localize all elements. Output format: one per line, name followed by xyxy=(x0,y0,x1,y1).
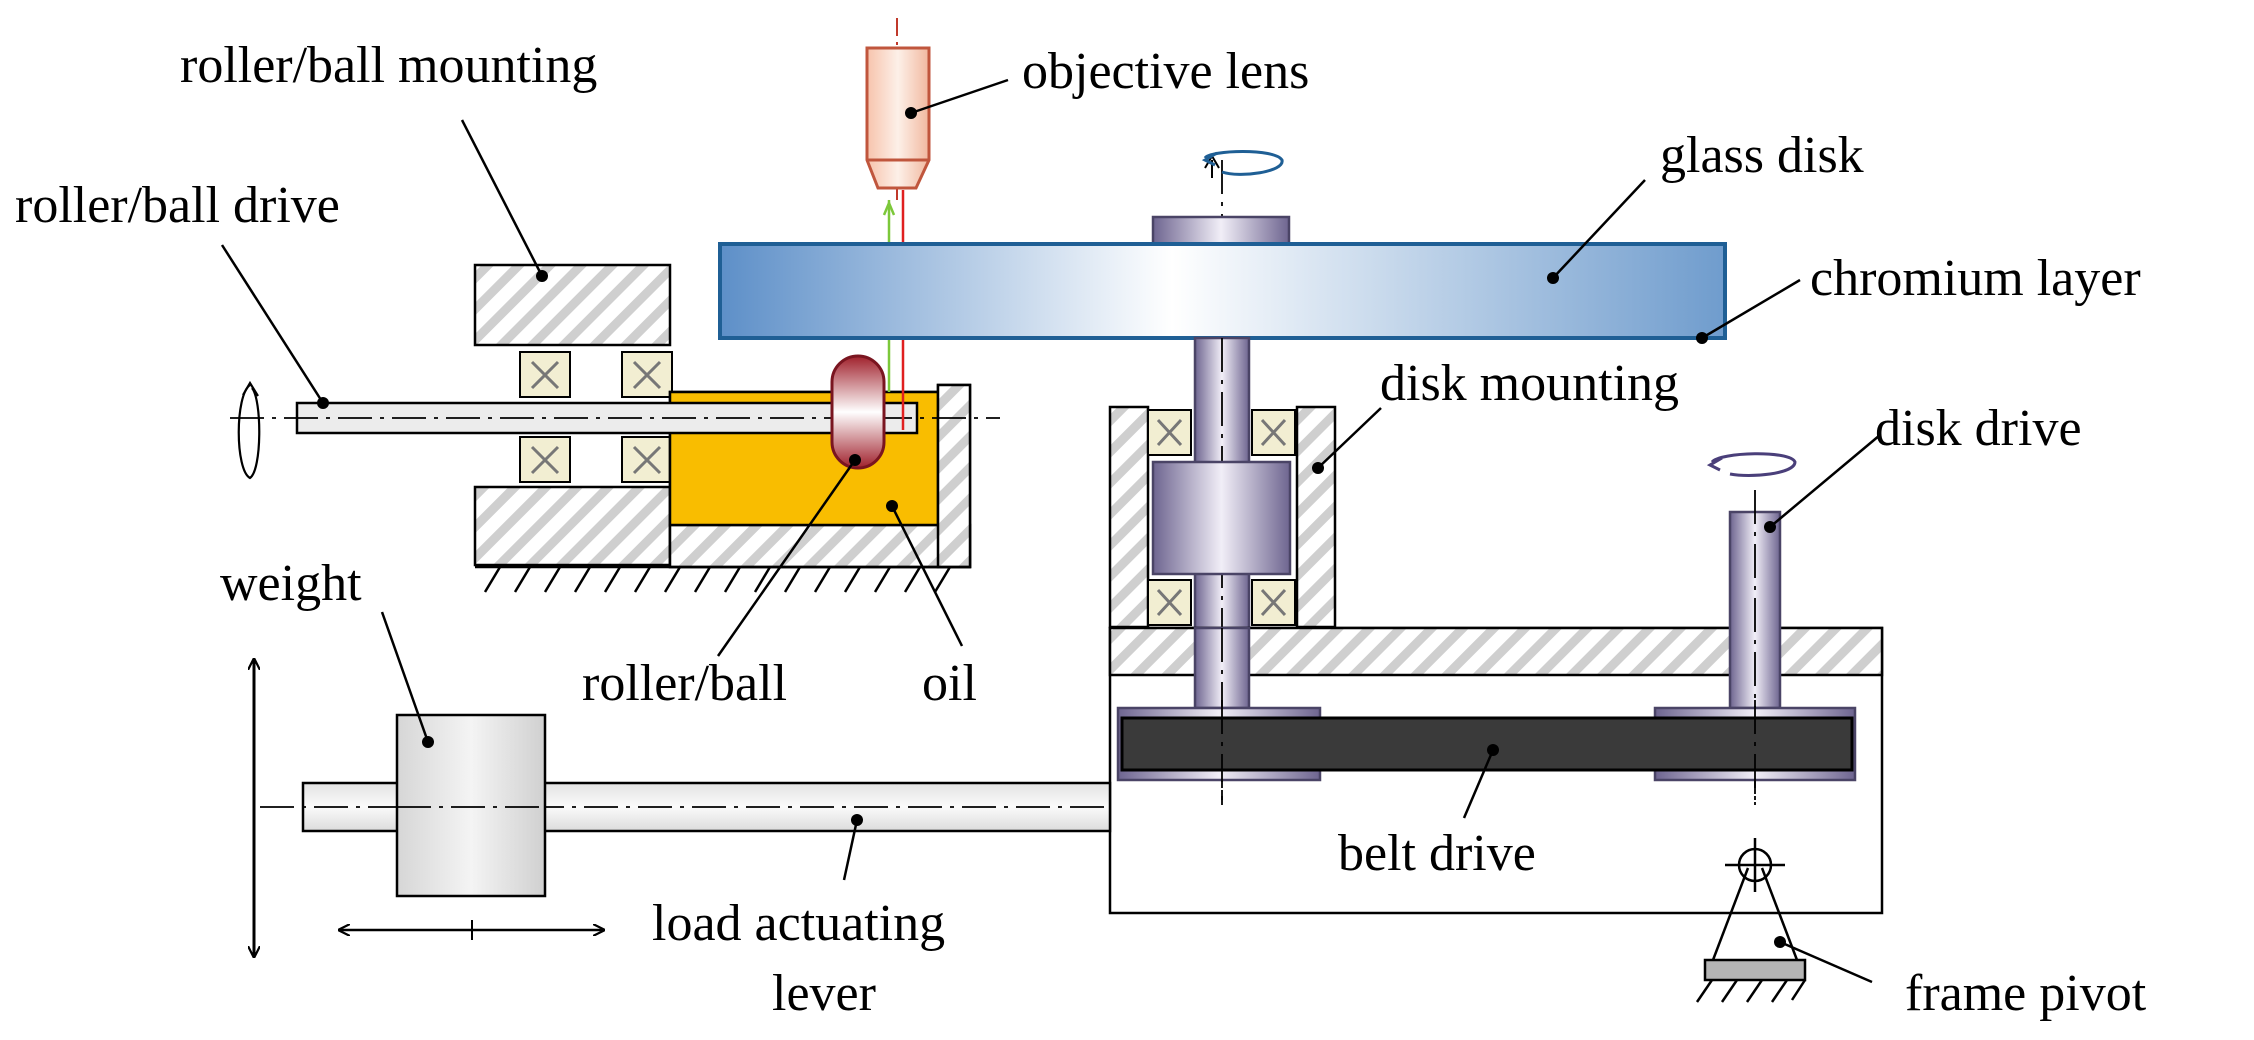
roller-ball-drive-shaft xyxy=(230,380,1000,480)
leader-lines xyxy=(220,78,1881,984)
label-belt-drive: belt drive xyxy=(1338,825,1536,882)
label-weight: weight xyxy=(220,555,362,612)
oil-housing-wall xyxy=(936,383,972,569)
label-glass-disk: glass disk xyxy=(1660,127,1864,184)
frame-pivot xyxy=(1695,838,1807,1003)
load-actuating-lever xyxy=(260,781,1112,833)
glass-disk xyxy=(718,242,1727,340)
label-disk-mounting: disk mounting xyxy=(1380,355,1679,412)
label-oil: oil xyxy=(922,655,977,712)
label-load-actuating-lever-line2: lever xyxy=(772,965,876,1022)
label-roller-ball-drive: roller/ball drive xyxy=(15,177,340,234)
label-objective-lens: objective lens xyxy=(1022,43,1309,100)
belt-drive xyxy=(1116,706,1857,782)
ground-left xyxy=(475,565,970,593)
objective-lens xyxy=(865,18,931,200)
label-chromium-layer: chromium layer xyxy=(1810,250,2141,307)
label-roller-ball: roller/ball xyxy=(582,655,787,712)
oil-housing-base xyxy=(668,523,972,569)
disk-drive-shaft xyxy=(1706,452,1797,805)
roller-bearings xyxy=(519,351,673,483)
disk-hub xyxy=(1151,215,1291,247)
label-roller-ball-mounting: roller/ball mounting xyxy=(180,37,597,94)
label-disk-drive: disk drive xyxy=(1875,400,2082,457)
roller-ball-mounting xyxy=(473,263,672,567)
label-frame-pivot: frame pivot xyxy=(1905,965,2147,1022)
weight xyxy=(395,713,547,898)
disk-mounting xyxy=(1108,405,1337,629)
roller-ball xyxy=(830,354,886,470)
label-load-actuating-lever-line1: load actuating xyxy=(652,895,945,952)
